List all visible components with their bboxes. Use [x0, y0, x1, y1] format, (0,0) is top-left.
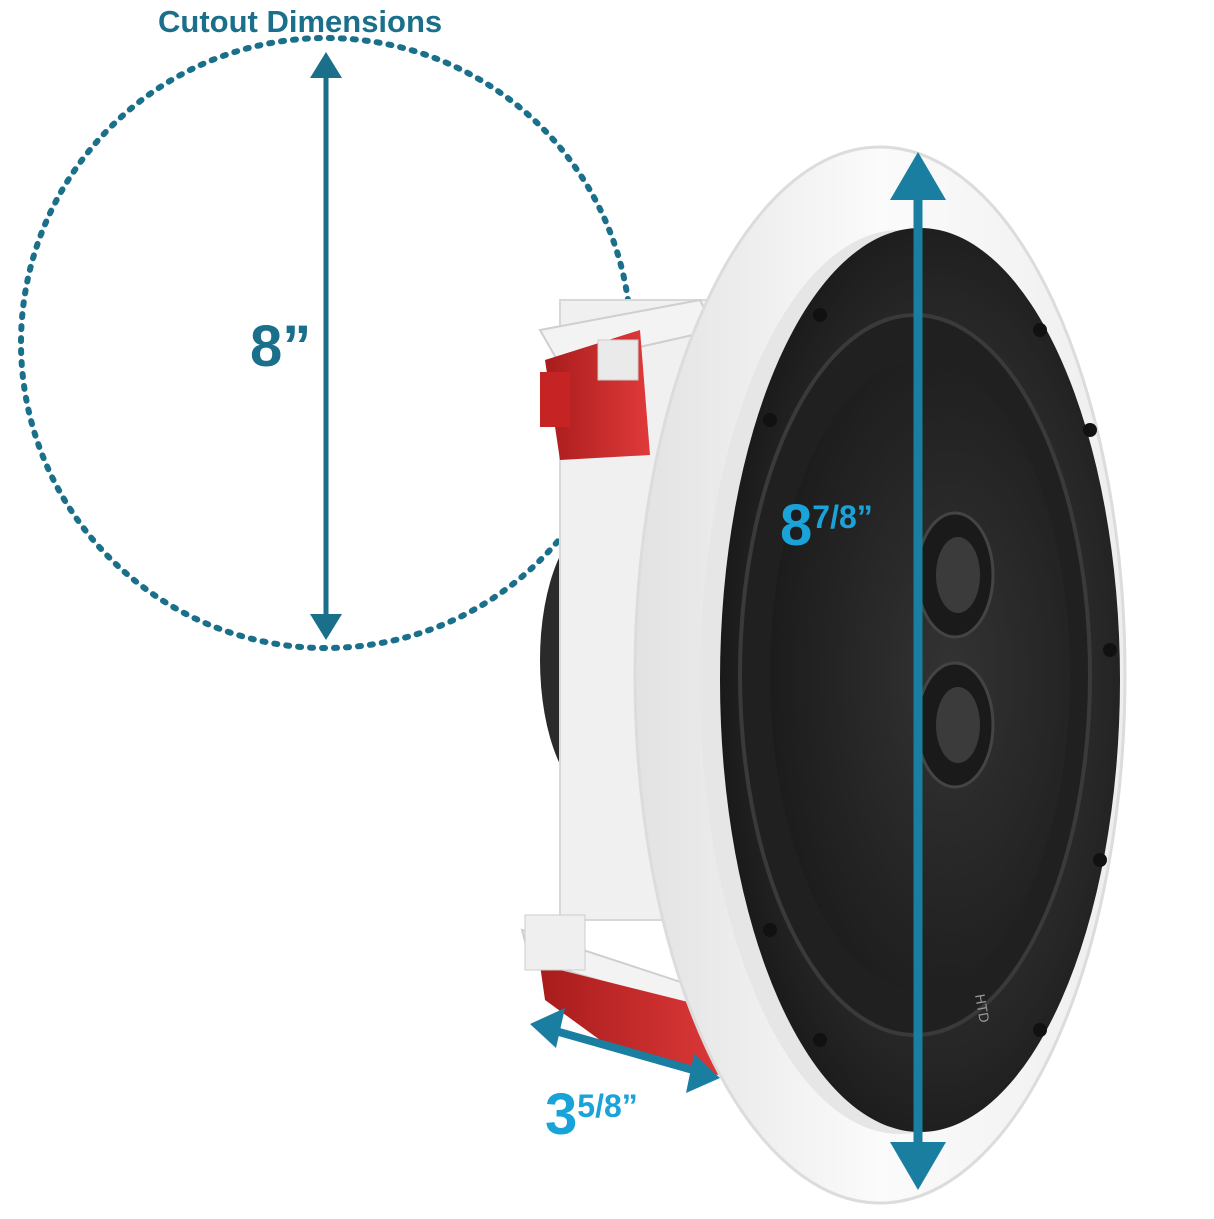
cutout-title: Cutout Dimensions	[158, 4, 443, 39]
depth-fraction: 5/8”	[577, 1088, 638, 1124]
outer-diameter-arrow	[890, 152, 946, 1190]
bottom-mounting-clamp	[520, 914, 735, 1080]
outer-diameter-label: 87/8”	[780, 497, 873, 555]
tweeter-upper	[915, 511, 995, 639]
tweeter-lower	[915, 661, 995, 789]
cutout-dimension-value: 8”	[250, 314, 312, 379]
outer-diameter-whole: 8	[780, 493, 813, 558]
depth-arrow	[530, 1008, 720, 1093]
outer-diameter-fraction: 7/8”	[812, 499, 873, 535]
top-mounting-clamp	[538, 298, 717, 460]
depth-whole: 3	[545, 1082, 578, 1147]
screw-holes	[763, 308, 1117, 1047]
cutout-arrow	[310, 52, 342, 640]
brand-logo: HTD	[972, 993, 993, 1024]
depth-label: 35/8”	[545, 1086, 638, 1144]
